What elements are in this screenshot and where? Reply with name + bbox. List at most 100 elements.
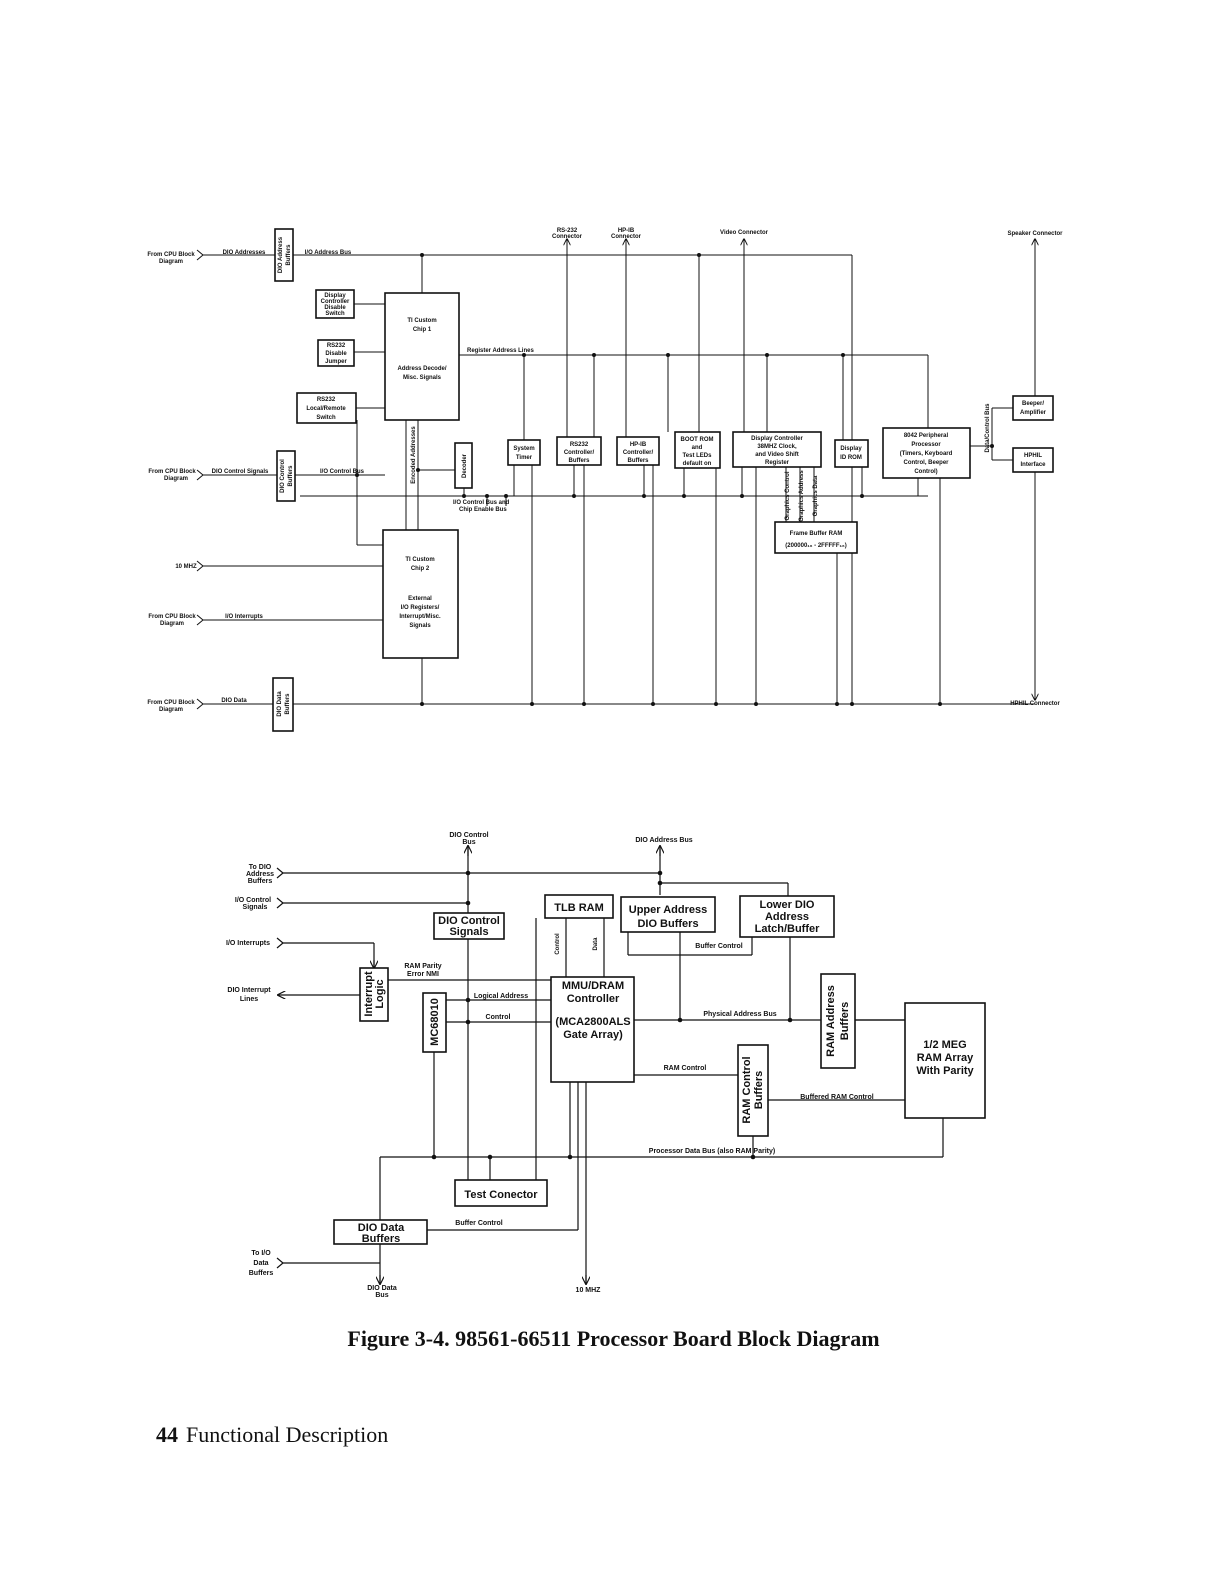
ram-parity-line1: RAM Parity bbox=[404, 963, 441, 970]
frame-buffer-line2: (200000₁₆ - 2FFFFF₁₆) bbox=[785, 543, 846, 549]
lower-dio-line3: Latch/Buffer bbox=[755, 923, 821, 935]
control-label: Control bbox=[486, 1014, 511, 1021]
video-connector-label: Video Connector bbox=[720, 230, 769, 236]
top-diagram-blocks: DIO Address Buffers Display Controller D… bbox=[272, 228, 1054, 732]
chip2-line3: External bbox=[408, 596, 432, 602]
mmu-line4: Gate Array) bbox=[563, 1029, 623, 1041]
to-io-data-line2: Data bbox=[253, 1260, 268, 1267]
register-address-lines-label: Register Address Lines bbox=[467, 348, 534, 354]
processor-data-bus-label: Processor Data Bus (also RAM Parity) bbox=[649, 1148, 775, 1155]
dio-address-buffers-line2: Buffers bbox=[286, 244, 292, 266]
to-dio-addr-line2: Address bbox=[246, 871, 274, 878]
from-cpu-data-line2: Diagram bbox=[159, 707, 183, 713]
system-timer-block bbox=[507, 439, 541, 466]
top-10mhz-label: 10 MHZ bbox=[175, 564, 197, 570]
boot-rom-line3: Test LEDs bbox=[683, 453, 713, 459]
io-control-signals-line1: I/O Control bbox=[235, 897, 271, 904]
data-control-bus-label: Data/Control Bus bbox=[985, 403, 991, 453]
system-timer-line1: System bbox=[513, 446, 534, 452]
dio-control-signals-line2: Signals bbox=[449, 926, 488, 938]
to-io-data-line1: To I/O bbox=[251, 1250, 271, 1257]
periph-line5: Control) bbox=[914, 469, 937, 475]
hpib-connector-line1: HP-IB bbox=[618, 228, 635, 234]
display-controller-block bbox=[732, 431, 822, 468]
hpib-controller-line2: Controller/ bbox=[623, 450, 654, 456]
decoder-block bbox=[454, 442, 473, 489]
upper-address-dio-buffers-block bbox=[620, 896, 716, 933]
lower-dio-line2: Address bbox=[765, 911, 809, 923]
dio-data-bus-line1: DIO Data bbox=[367, 1285, 397, 1292]
dio-data-buffers-block bbox=[272, 677, 294, 732]
dio-control-signals-label: DIO Control Signals bbox=[212, 469, 269, 475]
periph-line1: 8042 Peripheral bbox=[904, 433, 949, 439]
mmu-line3: (MCA2800ALS bbox=[555, 1016, 630, 1028]
boot-rom-line2: and bbox=[692, 445, 703, 451]
hpib-connector-line2: Connector bbox=[611, 234, 642, 240]
chip2-line1: TI Custom bbox=[405, 557, 434, 563]
chip1-line1: TI Custom bbox=[407, 318, 436, 324]
graphics-address-label: Graphics Address bbox=[799, 470, 805, 522]
dio-address-buffers-block bbox=[274, 228, 294, 282]
peripheral-processor-block bbox=[882, 427, 971, 479]
upper-address-line2: DIO Buffers bbox=[637, 918, 698, 930]
speaker-connector-label: Speaker Connector bbox=[1007, 231, 1063, 237]
frame-buffer-line1: Frame Buffer RAM bbox=[790, 531, 843, 537]
chip2-line6: Signals bbox=[409, 623, 431, 629]
bottom-diagram-wiring bbox=[276, 846, 944, 1284]
ram-array-line3: With Parity bbox=[916, 1065, 974, 1077]
to-dio-addr-line1: To DIO bbox=[249, 864, 272, 871]
rs232-jumper-line2: Disable bbox=[325, 351, 347, 357]
rs232-switch-line3: Switch bbox=[316, 415, 336, 421]
io-control-bus-label-line2: Chip Enable Bus bbox=[459, 507, 507, 513]
chip1-line4: Misc. Signals bbox=[403, 375, 442, 381]
beeper-line2: Amplifier bbox=[1020, 410, 1047, 416]
display-controller-line1: Display Controller bbox=[751, 436, 803, 442]
dio-control-bus-line1: DIO Control bbox=[449, 832, 488, 839]
ram-control-buffers-line1: RAM Control bbox=[741, 1056, 753, 1123]
hphil-line2: Interface bbox=[1020, 462, 1046, 468]
physical-address-bus-label: Physical Address Bus bbox=[703, 1011, 776, 1018]
chip1-line3: Address Decode/ bbox=[397, 366, 446, 372]
figure-caption: Figure 3-4. 98561-66511 Processor Board … bbox=[347, 1326, 880, 1351]
ram-control-buffers-line2: Buffers bbox=[753, 1071, 765, 1110]
periph-line4: Control, Beeper bbox=[903, 460, 949, 466]
mmu-line1: MMU/DRAM bbox=[562, 980, 624, 992]
interrupt-logic-block bbox=[359, 967, 389, 1022]
io-control-bus-label-line1: I/O Control Bus and bbox=[453, 500, 510, 506]
hphil-interface-block bbox=[1012, 447, 1054, 473]
tlb-control-label: Control bbox=[555, 933, 561, 955]
dio-data-buffers-bottom-line1: DIO Data bbox=[358, 1222, 405, 1234]
from-cpu-addr-line1: From CPU Block bbox=[147, 252, 195, 258]
lower-dio-address-latch-block bbox=[739, 895, 835, 938]
bottom-diagram-blocks: DIO Control Signals TLB RAM Control Data… bbox=[333, 894, 986, 1245]
rs232-controller-line2: Controller/ bbox=[564, 450, 595, 456]
dio-control-signals-block bbox=[433, 912, 505, 940]
dio-interrupt-lines-line2: Lines bbox=[240, 996, 258, 1003]
test-connector-label: Test Conector bbox=[464, 1189, 538, 1201]
boot-rom-line1: BOOT ROM bbox=[681, 437, 714, 443]
dio-data-label: DIO Data bbox=[221, 698, 247, 704]
buffered-ram-control-label: Buffered RAM Control bbox=[800, 1094, 874, 1101]
dio-data-bus-line2: Bus bbox=[375, 1292, 388, 1299]
mc68010-label: MC68010 bbox=[429, 998, 441, 1046]
display-switch-line3: Disable bbox=[324, 305, 346, 311]
lower-dio-line1: Lower DIO bbox=[759, 899, 814, 911]
decoder-label: Decoder bbox=[462, 453, 468, 478]
io-control-signals-line2: Signals bbox=[243, 904, 268, 911]
upper-address-line1: Upper Address bbox=[629, 904, 707, 916]
display-id-rom-block bbox=[834, 439, 869, 468]
dio-interrupt-lines-line1: DIO Interrupt bbox=[227, 987, 271, 994]
hphil-line1: HPHIL bbox=[1024, 453, 1042, 459]
interrupt-logic-line2: Logic bbox=[374, 979, 386, 1008]
rs232-controller-line3: Buffers bbox=[568, 458, 590, 464]
rs232-local-remote-switch-block bbox=[296, 392, 357, 424]
rs232-connector-line1: RS-232 bbox=[557, 228, 578, 234]
dio-control-buffers-block bbox=[276, 450, 296, 502]
dio-control-buffers-line1: DIO Control bbox=[280, 459, 286, 493]
rs232-switch-line1: RS232 bbox=[317, 397, 336, 403]
display-switch-line1: Display bbox=[324, 293, 346, 299]
rs232-connector-line2: Connector bbox=[552, 234, 583, 240]
from-cpu-addr-line2: Diagram bbox=[159, 259, 183, 265]
interrupt-logic-line1: Interrupt bbox=[363, 971, 375, 1017]
